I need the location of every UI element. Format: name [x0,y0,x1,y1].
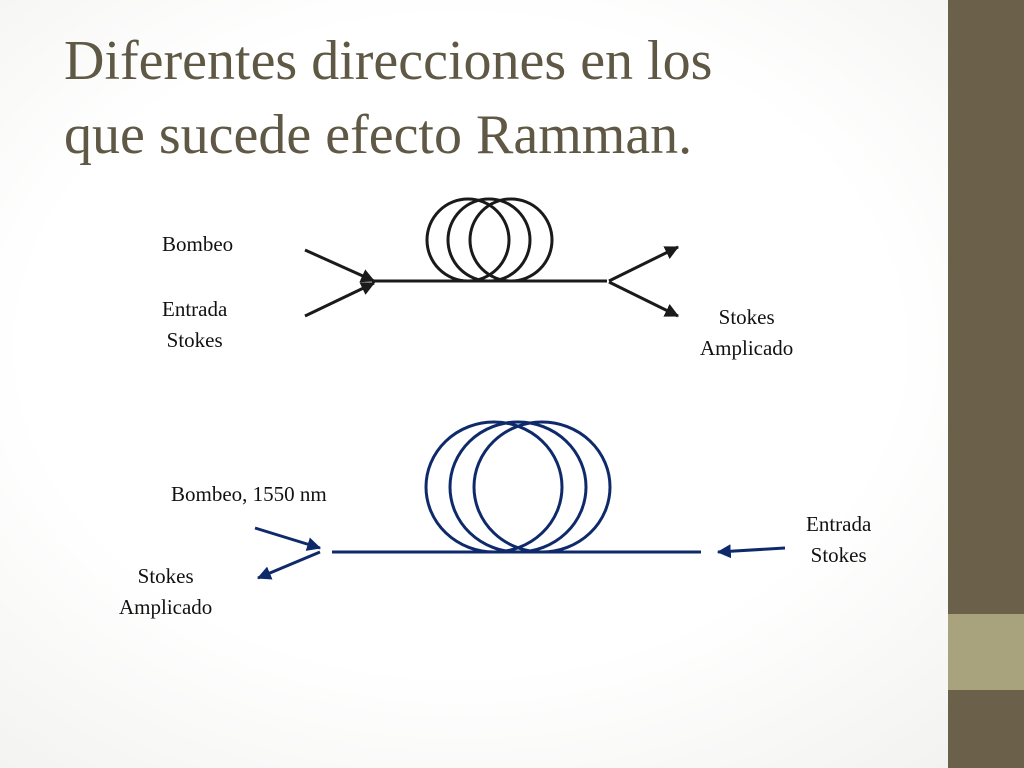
sidebar-accent-block [948,614,1024,690]
slide-title-line-2: que sucede efecto Ramman. [64,104,693,166]
top-fiber-coil-1 [425,197,511,283]
bottom-label-stokes-input: Entrada Stokes [806,509,871,571]
slide-title: Diferentes direcciones en los que sucede… [64,24,924,172]
bottom-label-pump-text: Bombeo, 1550 nm [171,482,327,506]
diagram-counterpropagating [254,420,786,580]
top-label-stokes-output: Stokes Amplicado [700,302,793,364]
top-label-pump: Bombeo [162,229,233,260]
top-fiber-coil-2 [446,197,532,283]
bottom-fiber-coil-3 [472,420,612,554]
bottom-stokes-output-arrow [256,550,321,580]
bottom-label-stokes-output-line-1: Stokes [137,564,194,588]
top-label-stokes-output-line-2: Amplicado [700,336,794,360]
bottom-label-stokes-input-line-1: Entrada [806,512,872,536]
bottom-label-pump: Bombeo, 1550 nm [171,479,327,510]
bottom-fiber-coil-1 [424,420,564,554]
top-output-arrow-down [608,280,680,318]
bottom-label-stokes-output-line-2: Amplicado [119,595,213,619]
diagram-copropagating [304,197,680,318]
top-pump-arrow [304,248,376,283]
top-stokes-input-arrow [304,281,376,318]
bottom-stokes-input-arrow [716,544,786,559]
top-label-stokes-input-line-2: Stokes [166,328,223,352]
bottom-fiber-coil-2 [448,420,588,554]
top-label-stokes-input: Entrada Stokes [162,294,227,356]
bottom-label-stokes-output: Stokes Amplicado [119,561,212,623]
raman-diagrams [254,197,786,580]
top-output-arrow-up [608,245,680,283]
slide-title-line-1: Diferentes direcciones en los [64,30,713,92]
bottom-pump-arrow [254,526,322,551]
top-fiber-coil-3 [468,197,554,283]
top-label-stokes-input-line-1: Entrada [162,297,228,321]
bottom-label-stokes-input-line-2: Stokes [810,543,867,567]
top-label-stokes-output-line-1: Stokes [718,305,775,329]
top-label-pump-text: Bombeo [162,232,234,256]
